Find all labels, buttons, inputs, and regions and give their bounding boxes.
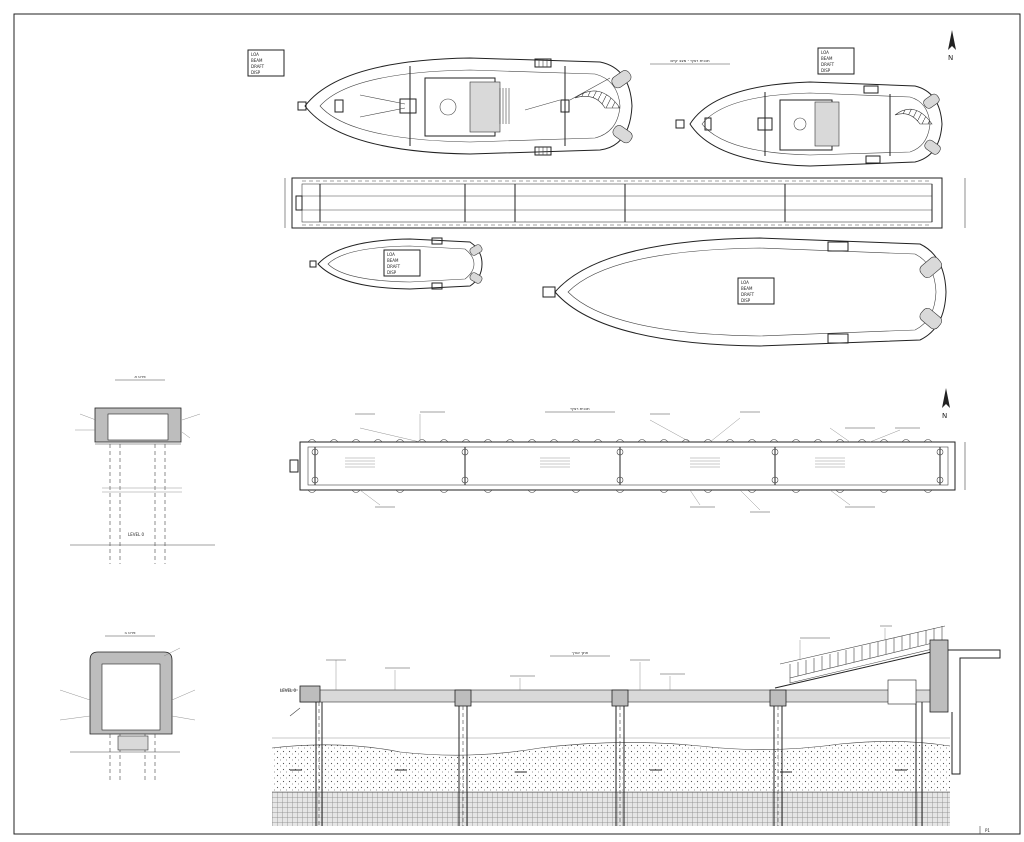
north-arrow-top: N: [948, 30, 956, 62]
boat-1-table: LOA BEAM DRAFT DISP: [247, 49, 285, 77]
svg-text:N: N: [942, 412, 947, 420]
svg-text:P1: P1: [985, 828, 990, 833]
detail-a: LEVEL 0: [70, 407, 215, 564]
boat-3-table: LOA BEAM DRAFT DISP: [383, 249, 421, 277]
svg-text:פרט ב: פרט ב: [125, 630, 136, 635]
detail-b: [59, 647, 196, 780]
detail-a-title: פרט א: [115, 374, 165, 381]
svg-text:LOA: LOA: [821, 50, 829, 55]
svg-text:LEVEL 0: LEVEL 0: [128, 532, 145, 537]
svg-text:DISP: DISP: [741, 298, 751, 303]
boat-2: [675, 81, 943, 167]
section-title: חתך אורך: [550, 650, 610, 657]
svg-text:DRAFT: DRAFT: [387, 264, 401, 269]
svg-text:DRAFT: DRAFT: [741, 292, 755, 297]
boat-4-table: LOA BEAM DRAFT DISP: [737, 277, 775, 305]
svg-text:BEAM: BEAM: [251, 58, 263, 63]
svg-text:BEAM: BEAM: [821, 56, 833, 61]
svg-text:LEVEL 0: LEVEL 0: [280, 688, 297, 693]
svg-text:LOA: LOA: [741, 280, 749, 285]
pier-plan-2-title: תכנית רציף: [545, 406, 615, 413]
boat-1: [297, 57, 633, 156]
svg-text:BEAM: BEAM: [387, 258, 399, 263]
svg-text:פרט א: פרט א: [134, 374, 146, 379]
boat-4: [542, 237, 947, 347]
longitudinal-section: LEVEL 0: [271, 625, 1001, 826]
svg-text:DRAFT: DRAFT: [251, 64, 265, 69]
svg-text:תכנית רציף - מצב קיים: תכנית רציף - מצב קיים: [670, 58, 710, 63]
svg-text:DISP: DISP: [821, 68, 831, 73]
svg-text:LOA: LOA: [251, 52, 259, 57]
svg-text:DISP: DISP: [251, 70, 261, 75]
svg-text:חתך אורך: חתך אורך: [572, 650, 589, 655]
pier-plan-2: [289, 411, 966, 513]
sheet-border: [13, 13, 1021, 835]
svg-text:DISP: DISP: [387, 270, 397, 275]
svg-text:BEAM: BEAM: [741, 286, 753, 291]
title-block: P1: [979, 826, 990, 834]
svg-text:LOA: LOA: [387, 252, 395, 257]
north-arrow-mid: N: [942, 388, 950, 420]
plan-title: תכנית רציף - מצב קיים: [650, 58, 730, 65]
svg-text:תכנית רציף: תכנית רציף: [570, 406, 590, 411]
svg-text:DRAFT: DRAFT: [821, 62, 835, 67]
boat-2-table: LOA BEAM DRAFT DISP: [817, 47, 855, 75]
pier-plan-top: [284, 177, 966, 229]
svg-text:N: N: [948, 54, 953, 62]
detail-b-title: פרט ב: [105, 630, 155, 637]
boat-3: [309, 237, 483, 290]
